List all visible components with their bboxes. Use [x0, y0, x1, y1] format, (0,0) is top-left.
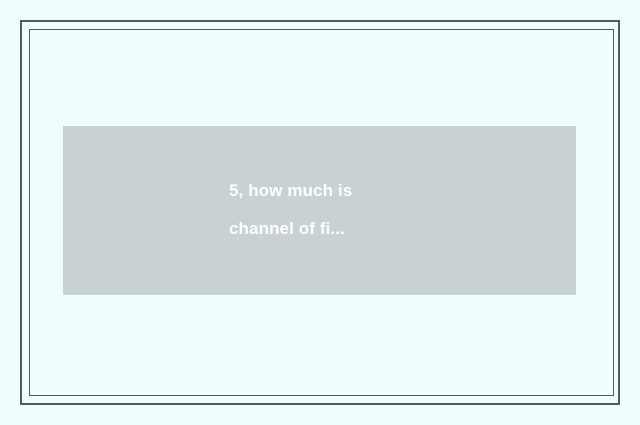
outer-decorative-frame — [20, 20, 620, 405]
headline-text: 5, how much is channel of fi... — [229, 181, 353, 238]
inner-decorative-frame — [29, 29, 614, 396]
content-placeholder-block: 5, how much is channel of fi... — [63, 126, 576, 295]
